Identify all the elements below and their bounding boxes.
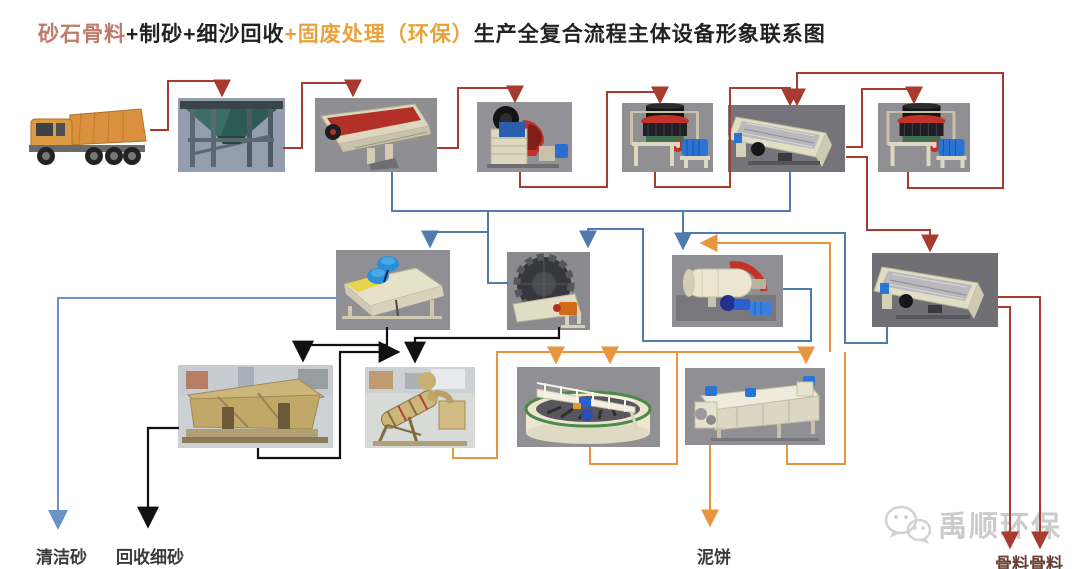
page-title: 砂石骨料+制砂+细沙回收+固废处理（环保）生产全复合流程主体设备形象联系图: [38, 18, 826, 48]
fine-sand-recovery-machine-image: [365, 367, 475, 448]
label-aggregates: 骨料骨料: [995, 555, 1063, 569]
vibrating-screen-icon: [873, 266, 984, 319]
wechat-icon: [884, 505, 932, 544]
fine-sand-recovery-icon: [365, 367, 475, 446]
title-seg-main: 生产全复合流程主体设备形象联系图: [473, 23, 826, 46]
fine-sand-dewatering-screen-image: [178, 365, 333, 448]
cone-crusher-icon: [886, 103, 967, 168]
watermark-text: 禹顺环保: [938, 511, 1063, 543]
feed-hopper-icon: [180, 101, 283, 167]
belt-filter-press-image: [685, 368, 825, 445]
wheel-bucket-sand-washer-image: [507, 252, 590, 330]
cone-crusher-1-image: [622, 103, 713, 172]
ball-mill-image: [672, 255, 783, 327]
cone-crusher-2-image: [878, 103, 970, 172]
dewatering-screen-icon: [342, 256, 444, 319]
vibrating-screen-2-image: [872, 253, 998, 327]
vibrating-feeder-image: [315, 98, 437, 172]
belt-filter-press-icon: [694, 376, 820, 441]
fine-sand-dewatering-screen-icon: [178, 365, 333, 443]
dewatering-screen-image: [336, 250, 450, 330]
ball-mill-icon: [676, 261, 776, 321]
thickener-image: [517, 367, 660, 447]
feed-hopper-image: [178, 98, 285, 172]
jaw-crusher-icon: [487, 106, 568, 168]
title-seg-aggregate: 砂石骨料: [38, 23, 126, 46]
thickener-icon: [524, 382, 652, 444]
sand-washer-icon: [512, 253, 585, 328]
vibrating-screen-1-image: [728, 105, 845, 172]
watermark: 禹顺环保: [884, 503, 1062, 545]
label-clean-sand: 清洁砂: [36, 548, 87, 567]
title-seg-sandmaking: +制砂+细沙回收: [126, 23, 285, 46]
blue-sand-lines: [48, 172, 888, 530]
title-seg-solidwaste: +固废处理（环保）: [284, 23, 474, 46]
vibrating-feeder-icon: [320, 103, 431, 170]
label-recycled-fine-sand: 回收细砂: [116, 548, 184, 567]
label-mud-cake: 泥饼: [697, 548, 731, 567]
cone-crusher-icon: [630, 103, 710, 168]
jaw-crusher-image: [477, 102, 572, 172]
dump-truck-icon: [29, 108, 147, 165]
vibrating-screen-icon: [728, 116, 832, 167]
dump-truck-image: [15, 95, 152, 178]
